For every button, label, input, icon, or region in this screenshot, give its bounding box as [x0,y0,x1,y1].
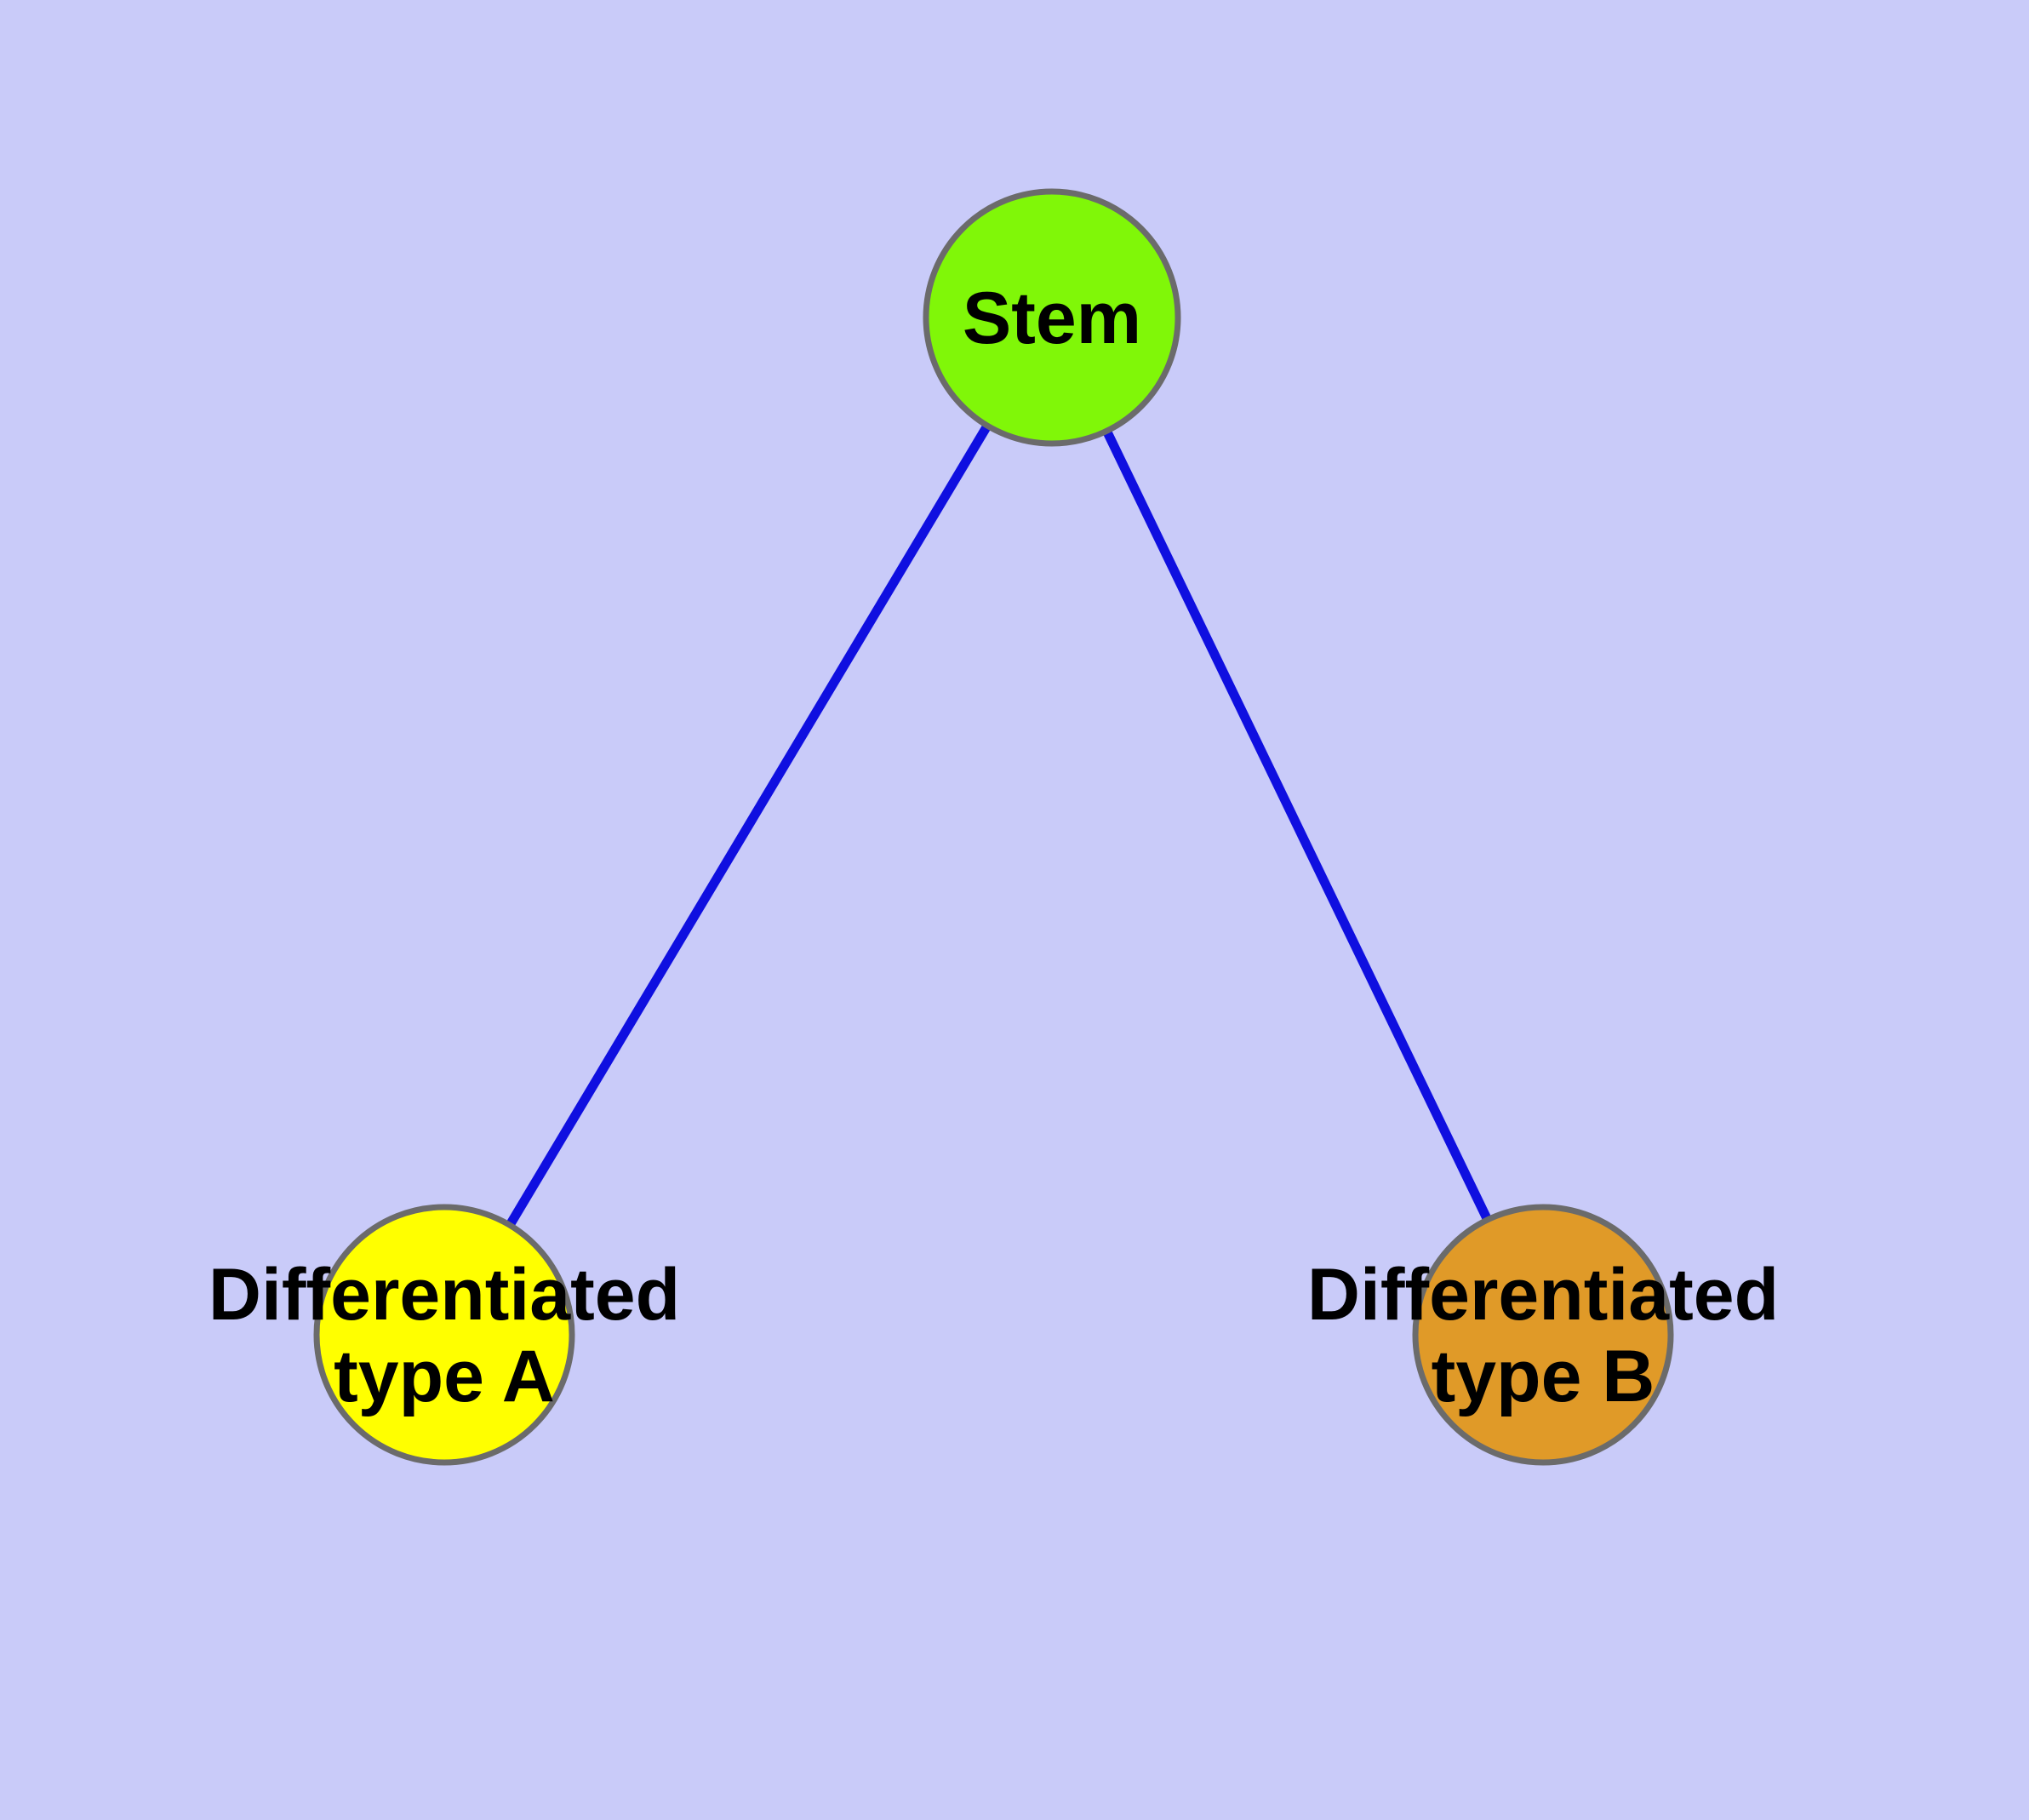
node-label-line: Differentiated [1307,1254,1779,1336]
node-label-line: Differentiated [209,1254,680,1336]
node-label-line: Stem [963,278,1141,359]
node-stem[interactable] [923,188,1181,447]
node-label-line: type A [334,1336,555,1417]
node-layer [313,188,1674,1466]
edge-stem-diff-b [1100,426,1494,1225]
node-label-stem: Stem [963,278,1141,359]
edge-stem-diff-a [504,420,993,1231]
node-label-line: type B [1432,1336,1655,1417]
node-diff_b[interactable] [1412,1204,1674,1466]
edge-layer [504,420,1494,1231]
node-diff_a[interactable] [313,1204,575,1466]
